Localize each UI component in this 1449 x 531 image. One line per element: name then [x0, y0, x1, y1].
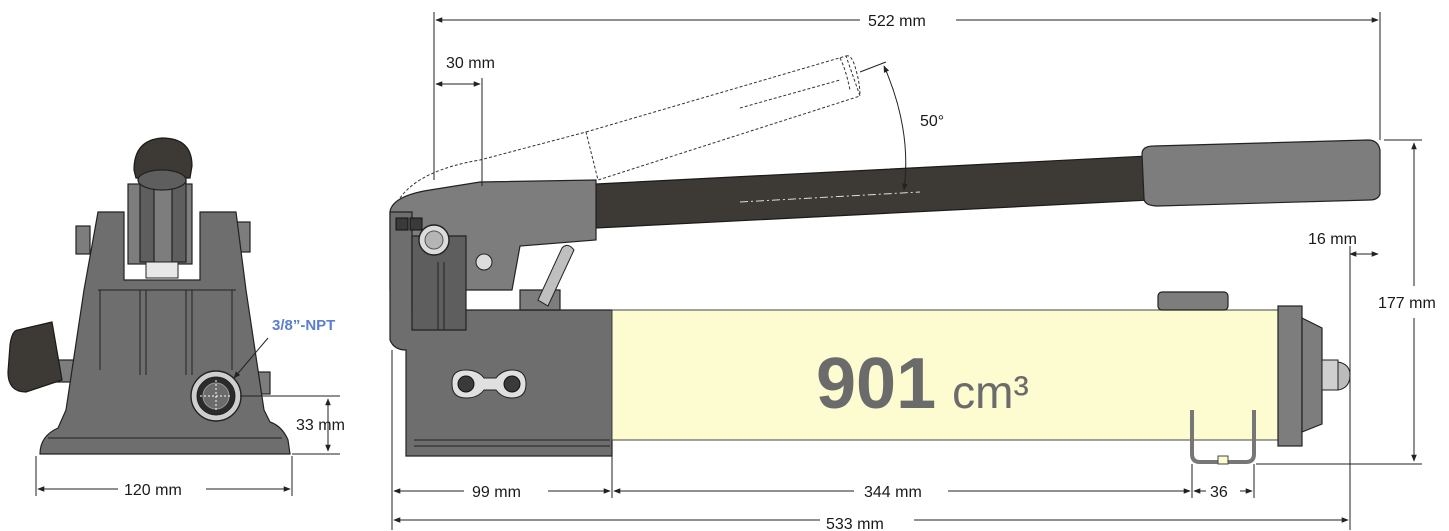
- front-view: 3/8”-NPT 33 mm 120 mm: [7, 137, 345, 499]
- port-callout-leader: [233, 337, 269, 379]
- body-length-label: 99 mm: [472, 484, 521, 501]
- front-side-knob: [7, 321, 63, 393]
- total-length-label: 522 mm: [868, 13, 926, 30]
- angle-label: 50°: [920, 113, 944, 130]
- front-port: [190, 370, 242, 422]
- overall-length-label: 533 mm: [826, 516, 884, 531]
- front-handle-collar: [137, 169, 187, 191]
- handle-offset-label: 30 mm: [446, 55, 495, 72]
- head-square-a: [395, 217, 409, 231]
- handle-centerline: [739, 191, 921, 203]
- port-height-label: 33 mm: [296, 417, 345, 434]
- side-view: 901 cm³: [389, 55, 1381, 465]
- raised-handle-outline: [399, 55, 861, 199]
- head-pivot-inner: [424, 230, 444, 250]
- end-offset-label: 16 mm: [1308, 231, 1357, 248]
- reservoir-end-cap: [1277, 305, 1303, 447]
- angle-arc: [883, 65, 908, 191]
- base-width-label: 120 mm: [124, 482, 182, 499]
- front-left-bolt: [75, 225, 91, 255]
- side-ports: [451, 369, 527, 399]
- reservoir-tank: [611, 309, 1279, 441]
- front-fork-left-arm: [139, 179, 155, 263]
- angle-ext: [859, 61, 887, 73]
- capacity-value: 901: [816, 344, 936, 424]
- link-rod: [537, 244, 575, 307]
- front-fork-right-arm: [171, 179, 187, 263]
- reservoir-filler-cap: [1157, 291, 1229, 311]
- end-nut: [1321, 359, 1339, 391]
- end-dome: [1337, 361, 1351, 391]
- end-cap-taper: [1301, 317, 1323, 433]
- side-handle-grip: [1141, 139, 1381, 207]
- capacity-unit: cm³: [952, 366, 1029, 418]
- height-label: 177 mm: [1378, 295, 1436, 312]
- head-square-b: [409, 217, 423, 231]
- port-callout-label: 3/8”-NPT: [272, 317, 335, 334]
- bracket-width-label: 36: [1210, 484, 1228, 501]
- reservoir-length-label: 344 mm: [864, 484, 922, 501]
- front-body-slots: [98, 289, 236, 375]
- side-pump-casting: [389, 211, 613, 457]
- bracket-foot: [1217, 455, 1229, 465]
- side-handle-bar: [595, 155, 1151, 229]
- front-handle-end: [133, 137, 193, 179]
- capacity-label: 901 cm³: [816, 344, 1029, 424]
- head-small-pin: [475, 253, 493, 271]
- side-dimensions: 522 mm 30 mm 50° 16 mm 177 mm 99 mm 344 …: [391, 12, 1436, 531]
- front-fork-pin: [145, 261, 179, 279]
